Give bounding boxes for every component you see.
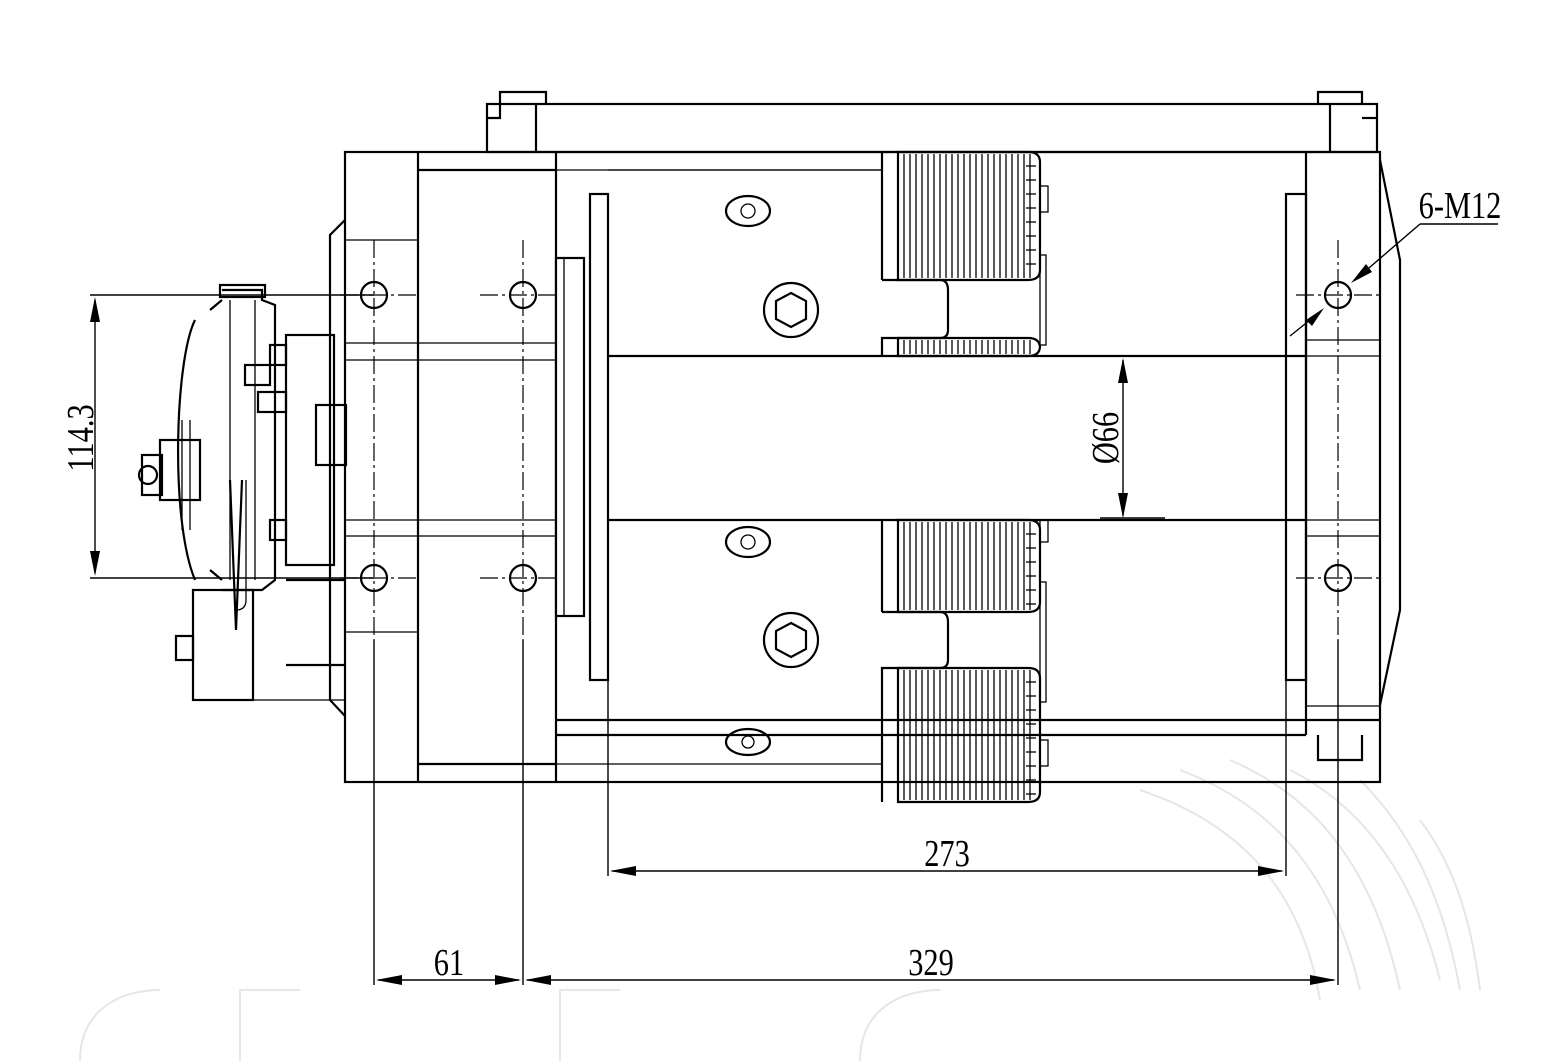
- centerlines: [340, 240, 1380, 640]
- shaft: [608, 354, 1306, 522]
- top-bracket: [485, 90, 1379, 154]
- main-body: [343, 150, 1382, 784]
- hex-bolts: [762, 281, 820, 669]
- watermark: [79, 759, 1481, 1061]
- dim-114-3-label: 114.3: [60, 404, 102, 471]
- dim-114-3: 114.3: [60, 294, 374, 579]
- torx-screws: [724, 194, 772, 757]
- cooling-fins: [896, 150, 1049, 804]
- dim-329-label: 329: [908, 942, 954, 984]
- dim-hole-spec: 6-M12: [1289, 185, 1502, 337]
- dim-61-329: 61 329: [373, 640, 1339, 985]
- dim-hole-spec-label: 6-M12: [1419, 185, 1502, 227]
- dim-273-label: 273: [924, 833, 970, 875]
- dim-273: 273: [607, 680, 1287, 876]
- right-end-cap: [1284, 152, 1402, 762]
- dim-shaft-diameter: Ø66: [1085, 358, 1165, 519]
- flange-plates: [554, 192, 610, 682]
- left-accessory-assembly: [137, 219, 348, 717]
- dim-shaft-diameter-label: Ø66: [1085, 412, 1127, 464]
- mounting-holes: [359, 280, 1353, 593]
- dim-61-label: 61: [434, 942, 464, 984]
- housing-blocks: [556, 152, 1380, 802]
